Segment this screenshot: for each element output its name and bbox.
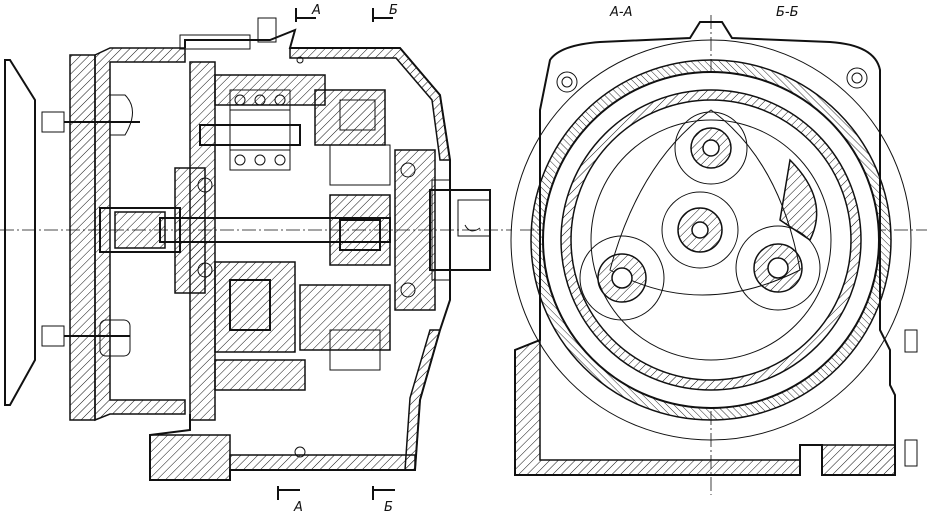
outer-flange-ring: [510, 39, 912, 441]
planet-bearing-upper: [229, 89, 291, 171]
adapter-housing: [94, 47, 186, 422]
coupling-hub: [114, 211, 166, 249]
housing-wall-bottom: [404, 329, 441, 471]
bolt-head-top: [41, 111, 65, 133]
bolt-head-bottom: [41, 325, 65, 347]
oil-plug: [110, 94, 133, 136]
second-stage-bearing-lower: [329, 329, 381, 371]
label-section-a-bottom: А: [293, 500, 303, 513]
side-boss-upper: [904, 329, 918, 353]
label-view-bb: Б-Б: [776, 5, 799, 20]
output-key: [457, 199, 491, 237]
housing-foot: [149, 434, 231, 481]
lifting-lug: [257, 17, 277, 43]
label-section-b-top: Б: [389, 3, 398, 18]
output-seal: [431, 179, 451, 281]
output-bearing-housing: [394, 149, 436, 311]
planet-pin-upper: [199, 124, 301, 146]
carrier-lower-plate: [214, 359, 306, 391]
second-stage-gear-lower: [299, 284, 391, 351]
second-stage-gear-upper: [314, 89, 386, 146]
corner-hole-top-left: [556, 71, 578, 93]
planet-carrier-lobe: [609, 109, 801, 296]
label-section-b-bottom: Б: [384, 500, 393, 513]
planet-gear-top: [674, 111, 748, 185]
housing-base-front: [514, 338, 801, 476]
planet-gear-left: [579, 235, 665, 321]
sun-gear-left: [174, 167, 206, 294]
label-view-aa: А-А: [609, 5, 632, 20]
section-labels: А Б А Б А-А Б-Б: [293, 3, 799, 513]
housing-foot-front: [821, 444, 896, 476]
flange-plate: [69, 54, 96, 421]
longitudinal-section: [0, 8, 512, 500]
gear-sector-hatch: [779, 158, 818, 242]
second-stage-bearing-upper: [329, 144, 391, 186]
joint-bolt-top: [179, 34, 251, 50]
planet-gear-right: [735, 225, 821, 311]
label-section-a-top: А: [311, 3, 321, 18]
corner-hole-top-right: [846, 67, 868, 89]
flange-bell: [4, 59, 36, 406]
housing-wall-top: [289, 47, 451, 161]
section-marker-bottom: [277, 486, 395, 500]
cross-section-view: [510, 15, 927, 495]
sun-gear: [661, 191, 739, 269]
carrier-lower: [214, 261, 296, 353]
section-marker-top: [295, 8, 393, 22]
drain-hole: [294, 446, 306, 458]
gearbox-housing-front: [514, 21, 896, 476]
side-boss-lower: [904, 439, 918, 467]
housing-base: [229, 454, 416, 471]
